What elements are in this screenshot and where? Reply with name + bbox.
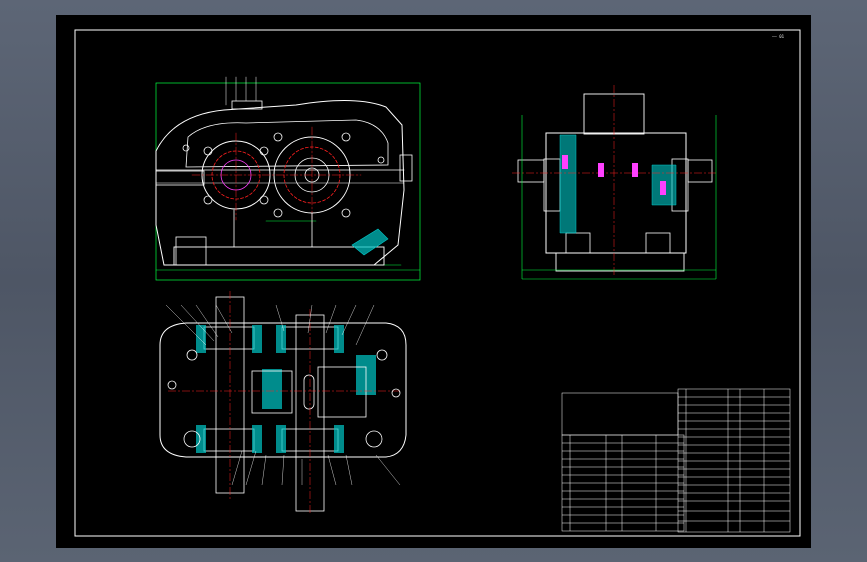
- plan-gear-left: [251, 370, 293, 414]
- side-view-foot: [565, 232, 591, 254]
- title-block-table: [677, 388, 791, 533]
- housing-cover: [185, 119, 389, 168]
- front-view: [155, 76, 421, 281]
- oil-gauge: [399, 154, 413, 182]
- left-shaft-stub: [517, 159, 545, 183]
- cad-drawing-svg: —— 01: [74, 29, 801, 537]
- title-block-rows: [678, 389, 790, 532]
- parts-list-rows: [562, 435, 684, 531]
- right-shaft-stub: [687, 159, 713, 183]
- side-view: [512, 85, 718, 280]
- sheet-id-label: —— 01: [772, 34, 785, 39]
- plan-bearing-cap-bottom-left: [203, 428, 255, 452]
- plan-gear-right: [317, 366, 367, 418]
- side-view-base: [555, 252, 685, 272]
- plan-keyway: [303, 374, 315, 410]
- sheet-border: [74, 29, 801, 537]
- title-block: [561, 388, 791, 533]
- boss-bolts: [182, 132, 385, 218]
- side-view-bolts: [562, 155, 666, 195]
- top-section-view: [159, 291, 407, 515]
- drawing-canvas[interactable]: —— 01: [56, 15, 811, 548]
- part-leaders: [165, 304, 401, 486]
- input-shaft-stub: [155, 170, 205, 186]
- side-view-foot: [645, 232, 671, 254]
- oil-drain-section: [351, 228, 389, 256]
- base-foot-left: [175, 236, 207, 266]
- base-plate: [173, 246, 385, 266]
- plan-bolts: [167, 349, 401, 448]
- front-view-dimension-frame: [155, 82, 421, 281]
- technical-notes-block: [561, 392, 679, 436]
- gearbox-housing-outline: [155, 100, 405, 266]
- vent-plug: [231, 100, 263, 110]
- plan-housing-outline: [159, 322, 407, 458]
- plan-section-hatch: [196, 325, 376, 453]
- side-view-section-hatch: [559, 134, 577, 234]
